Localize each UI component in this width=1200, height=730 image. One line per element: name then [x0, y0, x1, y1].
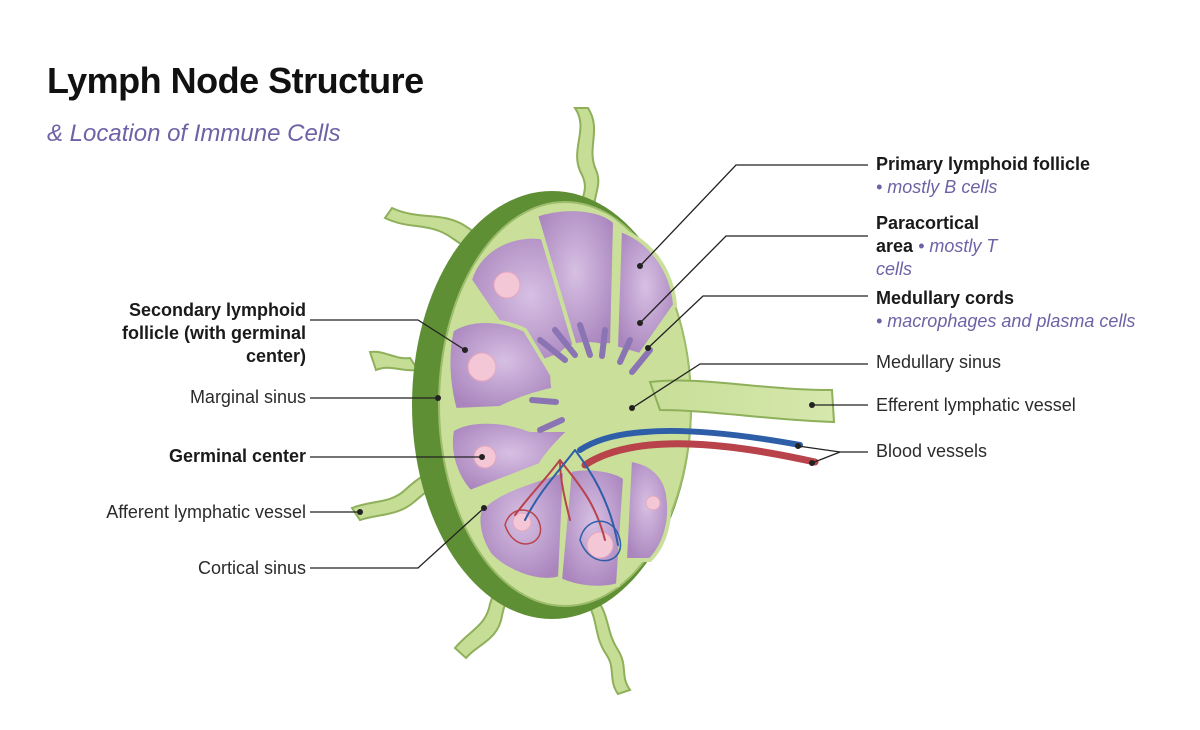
- label-afferent-vessel: Afferent lymphatic vessel: [106, 502, 306, 522]
- blood-vessel-shapes: [504, 427, 819, 562]
- note-paracortical-line2: cells: [876, 259, 913, 279]
- label-paracortical: Paracortical: [876, 213, 980, 233]
- label-marginal-sinus: Marginal sinus: [189, 387, 306, 407]
- medulla: [529, 322, 657, 450]
- label-germinal-center: Germinal center: [168, 446, 306, 466]
- label-secondary-follicle-line1: Secondary lymphoid: [128, 300, 306, 320]
- label-medullary-cords: Medullary cords: [876, 288, 1015, 308]
- label-paracortical-line2: area • mostly T: [876, 235, 997, 258]
- label-primary-follicle: Primary lymphoid follicle: [876, 154, 1091, 174]
- label-secondary-follicle-line2: follicle (with germinal: [121, 323, 306, 343]
- leader-dots: [357, 263, 815, 515]
- note-primary-follicle: • mostly B cells: [876, 177, 998, 197]
- label-medullary-sinus: Medullary sinus: [876, 352, 1002, 372]
- note-paracortical: • mostly T: [918, 236, 998, 256]
- note-medullary-cords: • macrophages and plasma cells: [876, 311, 1136, 331]
- label-blood-vessels: Blood vessels: [876, 441, 988, 461]
- label-efferent-vessel: Efferent lymphatic vessel: [876, 395, 1076, 415]
- page-subtitle: & Location of Immune Cells: [47, 120, 341, 147]
- label-secondary-follicle: Secondary lymphoid follicle (with germin…: [60, 299, 306, 368]
- label-paracortical-area: area: [876, 236, 914, 256]
- efferent-vessel-shape: [648, 379, 836, 424]
- label-cortical-sinus: Cortical sinus: [197, 558, 306, 578]
- leader-lines: [310, 164, 868, 569]
- label-secondary-follicle-line3: center): [245, 346, 306, 366]
- page-title: Lymph Node Structure: [47, 60, 424, 101]
- follicles: [446, 207, 678, 590]
